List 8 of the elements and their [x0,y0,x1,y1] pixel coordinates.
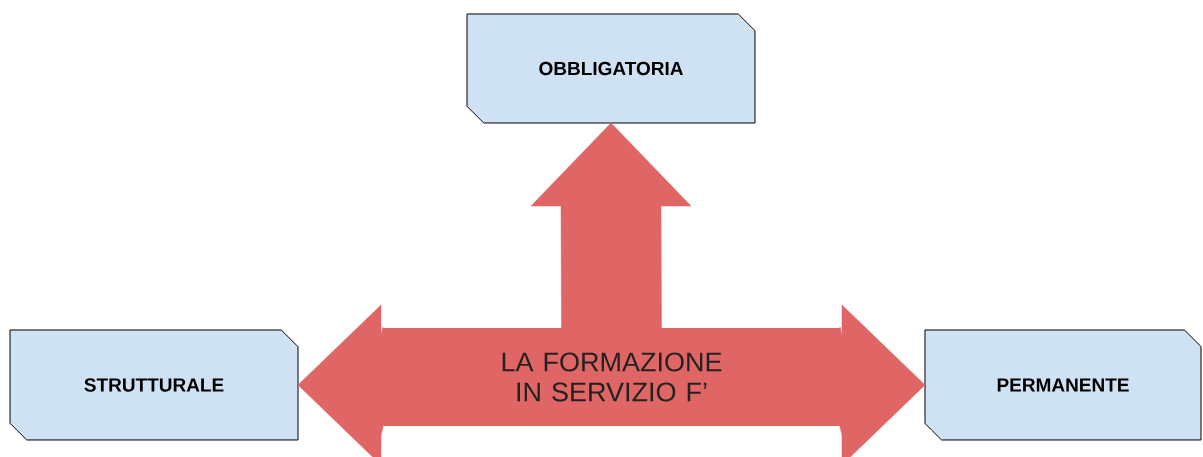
node-label: LA FORMAZIONE IN SERVIZIO F’ [502,352,722,402]
block-arrow-center: LA FORMAZIONE IN SERVIZIO F’ [383,328,840,426]
block-arrow [839,304,926,457]
block-arrow [530,122,692,329]
block-arrow [297,304,384,457]
label-box: STRUTTURALE [9,329,299,441]
label-box: PERMANENTE [924,329,1202,441]
label-box: OBBLIGATORIA [466,13,756,124]
